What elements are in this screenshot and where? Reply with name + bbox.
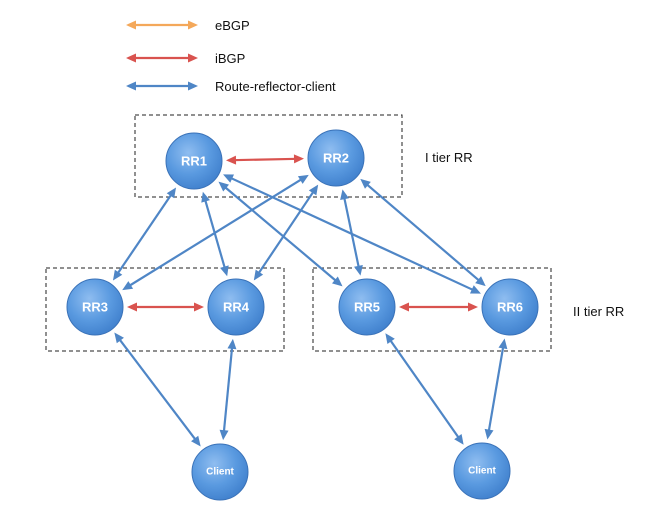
arrowhead <box>293 154 305 164</box>
node-rr6: RR6 <box>481 278 539 336</box>
node-rr6-label: RR6 <box>497 300 523 315</box>
link-rr1-rr5 <box>218 181 343 287</box>
link-rr2-rr6-line <box>364 181 482 284</box>
arrowhead <box>126 53 136 63</box>
node-rr4: RR4 <box>207 278 265 336</box>
link-rr1-rr2 <box>225 154 305 165</box>
node-rr6-circle <box>481 278 539 336</box>
link-rr2-rr3 <box>122 174 309 291</box>
arrowhead <box>253 269 264 281</box>
link-rr5-client2-line <box>387 337 462 441</box>
link-rr3-rr4 <box>127 302 204 312</box>
node-client1: Client <box>191 443 249 501</box>
node-rr1-label: RR1 <box>181 154 207 169</box>
node-rr2-label: RR2 <box>323 151 349 166</box>
arrowhead <box>225 155 237 165</box>
arrowhead <box>114 332 124 344</box>
node-client1-circle <box>191 443 249 501</box>
link-rr3-client1 <box>114 332 201 447</box>
arrowhead <box>218 181 229 192</box>
node-rr3: RR3 <box>66 278 124 336</box>
arrowhead <box>126 81 136 91</box>
link-rr4-client1 <box>219 338 237 441</box>
tier2-group-box-right <box>312 267 552 352</box>
arrowhead <box>191 435 201 447</box>
node-rr3-circle <box>66 278 124 336</box>
link-rr1-rr5-line <box>222 184 339 284</box>
node-rr1-circle <box>165 132 223 190</box>
link-rr6-client2-line <box>487 344 505 434</box>
arrowhead <box>469 285 481 294</box>
link-rr2-rr6 <box>360 178 486 287</box>
link-rr1-rr2-line <box>231 157 299 162</box>
link-rr1-rr3 <box>112 187 177 281</box>
node-client2-circle <box>453 442 511 500</box>
arrowhead <box>122 281 134 291</box>
arrowhead <box>112 269 123 281</box>
arrowhead <box>332 276 343 287</box>
link-rr2-rr3-line <box>126 177 305 288</box>
legend-arrow-ebgp <box>126 20 198 30</box>
arrowhead <box>498 338 508 350</box>
arrowhead <box>127 302 137 312</box>
link-rr5-client2 <box>385 333 464 445</box>
arrowhead <box>227 338 237 350</box>
link-rr4-client1-line <box>222 344 234 435</box>
arrowhead <box>475 276 486 287</box>
tier2-label: II tier RR <box>573 304 624 319</box>
node-client2-label: Client <box>468 466 496 477</box>
legend-label-route-reflector-client: Route-reflector-client <box>215 79 336 94</box>
arrowhead <box>188 20 198 30</box>
link-rr1-rr3-line <box>115 191 174 277</box>
node-rr4-circle <box>207 278 265 336</box>
arrowhead <box>126 20 136 30</box>
legend-arrow-ibgp <box>126 53 198 63</box>
arrowhead <box>454 434 464 445</box>
arrowhead <box>354 264 363 276</box>
node-rr5-label: RR5 <box>354 300 380 315</box>
tier1-group-box <box>134 114 403 198</box>
link-rr6-client2 <box>484 338 508 440</box>
arrowhead <box>484 428 494 440</box>
link-rr2-rr4 <box>253 184 319 281</box>
tier2-group-box-left <box>45 267 285 352</box>
legend-arrows <box>126 20 198 91</box>
link-rr2-rr4-line <box>256 188 316 277</box>
node-rr5: RR5 <box>338 278 396 336</box>
arrowhead <box>219 429 229 441</box>
arrowhead <box>385 333 395 344</box>
arrowhead <box>220 265 229 277</box>
node-rr2: RR2 <box>307 129 365 187</box>
node-rr5-circle <box>338 278 396 336</box>
links-layer <box>112 154 508 447</box>
arrowhead <box>201 191 210 203</box>
node-rr2-circle <box>307 129 365 187</box>
node-client2: Client <box>453 442 511 500</box>
arrowhead <box>399 302 409 312</box>
legend: eBGP iBGP Route-reflector-client <box>126 18 336 94</box>
legend-arrow-rrc <box>126 81 198 91</box>
link-rr2-rr5 <box>340 189 363 276</box>
arrowhead <box>188 81 198 91</box>
node-rr4-label: RR4 <box>223 300 250 315</box>
legend-label-ebgp: eBGP <box>215 18 250 33</box>
legend-label-ibgp: iBGP <box>215 51 245 66</box>
arrowhead <box>468 302 478 312</box>
arrowhead <box>223 174 235 183</box>
arrowhead <box>360 178 371 189</box>
arrowhead <box>166 187 177 199</box>
tier1-label: I tier RR <box>425 150 473 165</box>
link-rr2-rr5-line <box>342 194 361 271</box>
arrowhead <box>194 302 204 312</box>
node-client1-label: Client <box>206 467 234 478</box>
node-rr3-label: RR3 <box>82 300 108 315</box>
arrowhead <box>188 53 198 63</box>
link-rr5-rr6 <box>399 302 478 312</box>
arrowhead <box>340 189 349 201</box>
arrowhead <box>297 174 309 184</box>
arrowhead <box>308 184 319 196</box>
node-rr1: RR1 <box>165 132 223 190</box>
link-rr3-client1-line <box>117 336 198 443</box>
